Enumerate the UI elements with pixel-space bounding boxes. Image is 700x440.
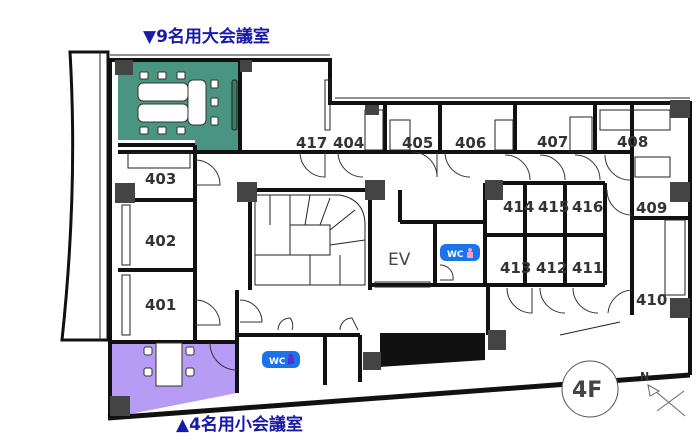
small-meeting-room-caption: ▲4名用小会議室 [176, 414, 303, 435]
room-410-label: 410 [636, 291, 667, 309]
male-icon [289, 354, 293, 358]
room-412-label: 412 [536, 259, 567, 277]
female-icon [468, 248, 472, 252]
room-407-label: 407 [537, 133, 568, 151]
columns [110, 60, 690, 416]
room-409-label: 409 [636, 199, 667, 217]
floor-label: 4F [572, 378, 602, 403]
desks [121, 79, 686, 336]
room-402-label: 402 [145, 232, 176, 250]
room-408-label: 408 [617, 133, 648, 151]
room-417-label: 417 [296, 134, 327, 152]
elevator-label: EV [388, 250, 411, 270]
interior-walls [110, 62, 690, 393]
floor-badge [561, 360, 619, 418]
room-401-label: 401 [145, 296, 176, 314]
room-415-label: 415 [538, 198, 569, 216]
restroom-female-label: WC [447, 250, 464, 260]
room-406-label: 406 [455, 134, 486, 152]
room-413-label: 413 [500, 259, 531, 277]
compass-icon: N [640, 370, 686, 417]
restroom-female[interactable]: WC [440, 244, 480, 261]
room-416-label: 416 [572, 198, 603, 216]
meeting-table [137, 71, 238, 135]
compass-north-label: N [640, 370, 649, 383]
facade-wall [60, 50, 110, 342]
small-table [143, 342, 195, 387]
room-404-label: 404 [333, 134, 364, 152]
doors[interactable] [194, 151, 633, 371]
restroom-male-label: WC [269, 357, 286, 367]
room-411-label: 411 [572, 259, 603, 277]
staircase[interactable] [254, 194, 366, 286]
large-meeting-room-caption: ▼9名用大会議室 [143, 26, 270, 47]
room-405-label: 405 [402, 134, 433, 152]
room-414-label: 414 [503, 198, 534, 216]
restroom-male[interactable]: WC [262, 351, 300, 368]
room-403-label: 403 [145, 170, 176, 188]
shaft [380, 333, 485, 367]
